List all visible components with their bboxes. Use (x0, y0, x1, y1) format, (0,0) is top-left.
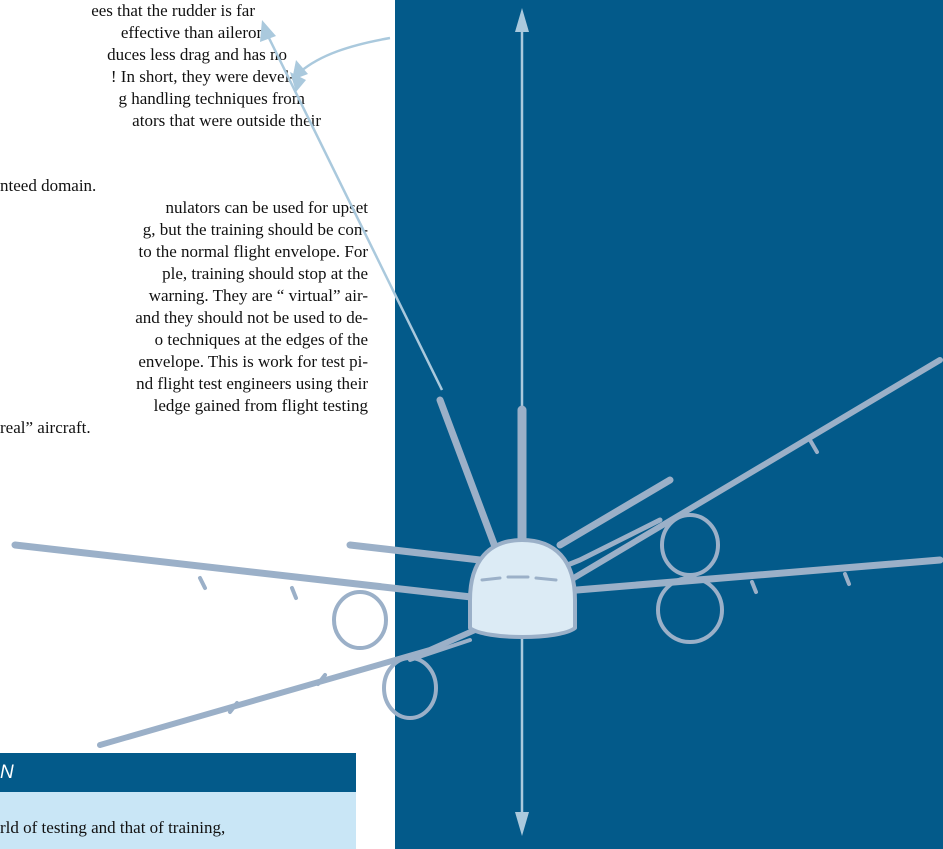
text-line: ple, training should stop at the (162, 264, 368, 283)
text-line: nd flight test engineers using their (136, 374, 368, 393)
roll-arc-arrow (292, 36, 391, 80)
text-line: ! In short, they were devel- (110, 67, 295, 86)
text-line: g, but the training should be con- (142, 220, 368, 239)
sidebar-body: rld of testing and that of training, (0, 792, 356, 849)
text-line: and they should not be used to de- (135, 308, 368, 327)
text-line: warning. They are “ virtual” air- (148, 286, 368, 305)
text-line: to the normal flight envelope. For (138, 242, 368, 261)
text-line: effective than aileron (120, 23, 265, 42)
text-line: envelope. This is work for test pi- (138, 352, 368, 371)
text-line: ees that the rudder is far (91, 1, 255, 20)
text-line: o techniques at the edges of the (154, 330, 368, 349)
text-line: nulators can be used for upset (165, 198, 368, 217)
text-line: duces less drag and has no (107, 45, 287, 64)
text-line: ledge gained from flight testing (153, 396, 368, 415)
text-line: g handling techniques from (118, 89, 306, 108)
text-line: ators that were outside their (132, 111, 321, 130)
sidebar-header: N (0, 753, 356, 792)
text-line: nteed domain. (0, 176, 97, 195)
illustration-panel (395, 0, 943, 849)
sidebar-title: N (0, 762, 14, 783)
sidebar-text: rld of testing and that of training, (0, 818, 226, 837)
text-line: real” aircraft. (0, 418, 91, 437)
